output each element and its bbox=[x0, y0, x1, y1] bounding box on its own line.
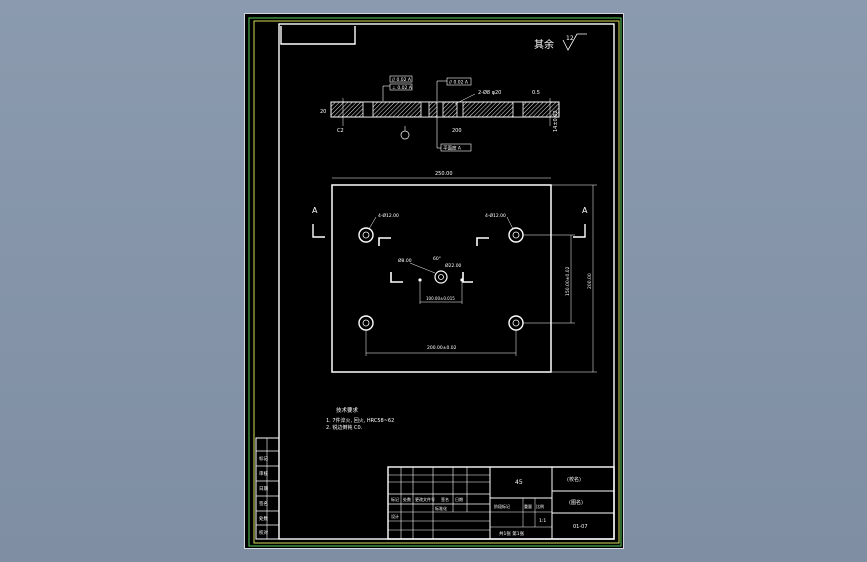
tb-designer: 设计 bbox=[391, 513, 399, 519]
small-span-dim: 100.00±0.015 bbox=[426, 296, 455, 301]
height-inner-dim: 150.00±0.02 bbox=[565, 266, 571, 296]
roughness-symbol bbox=[562, 33, 587, 51]
tol-frame-4 bbox=[440, 143, 472, 152]
roughness-value: 12 bbox=[566, 35, 574, 42]
width-dim: 250.00 bbox=[435, 171, 453, 177]
center-hole-label: Ø22.00 bbox=[445, 262, 462, 269]
length-dim: 200 bbox=[452, 128, 462, 134]
left-col-3: 签名 bbox=[259, 500, 268, 507]
tb-ratio: 比例 bbox=[536, 503, 544, 509]
tb-drawing-no: 01-07 bbox=[573, 524, 588, 530]
chamfer-left: C2 bbox=[337, 128, 344, 134]
tech-req-line2: 2. 锐边倒钝 C0. bbox=[326, 424, 363, 431]
depth-dim: 14±0.02 bbox=[553, 110, 559, 132]
left-col-2: 日期 bbox=[259, 486, 268, 492]
section-mark-right: A bbox=[582, 206, 588, 215]
inner-frame bbox=[253, 20, 620, 544]
tb-row-label-2: 更改文件号 bbox=[415, 496, 435, 502]
roughness-label: 其余 bbox=[534, 38, 554, 51]
height-outer-dim: 200.00 bbox=[587, 273, 593, 289]
tb-row-label-4: 日期 bbox=[455, 496, 463, 502]
hole-tr-label: 4-Ø12.00 bbox=[485, 212, 506, 219]
left-col-5: 校对 bbox=[259, 529, 268, 536]
tb-weight: 重量 bbox=[524, 503, 532, 509]
datum-circle bbox=[400, 130, 410, 140]
title-block: 标记 处数 更改文件号 签名 日期 设计 标准化 阶段标记 重量 比例 1:1 … bbox=[387, 466, 615, 540]
tb-material: 45 bbox=[515, 479, 523, 486]
cad-drawing: 其余 12 // 0.02 A ⊥ 0.02 A // 0.02 A 20 20… bbox=[248, 17, 622, 547]
bottom-span-dim: 200.00±0.02 bbox=[427, 345, 457, 351]
label-below: 平面度 A bbox=[443, 145, 462, 152]
left-col-0: 标记 bbox=[259, 455, 268, 462]
drawing-border bbox=[278, 23, 615, 540]
tol-3: // 0.02 A bbox=[449, 80, 469, 86]
section-plate bbox=[330, 101, 560, 118]
tb-scale: 1:1 bbox=[539, 518, 546, 524]
hole-top-right bbox=[508, 227, 524, 243]
tb-row-label-0: 标记 bbox=[391, 496, 399, 502]
tb-row-label-3: 签名 bbox=[441, 496, 449, 502]
tech-req-line1: 1. 7件淬火, 回火, HRC58~62 bbox=[326, 417, 394, 424]
section-mark-left: A bbox=[312, 206, 318, 215]
tb-row-label-1: 处数 bbox=[403, 496, 411, 502]
hole-top-left bbox=[358, 227, 374, 243]
hole-bottom-right bbox=[508, 315, 524, 331]
tech-req-title: 技术要求 bbox=[336, 406, 359, 414]
tol-frame-3 bbox=[446, 77, 472, 86]
tb-stage: 阶段标记 bbox=[494, 503, 510, 509]
section-arrow-right bbox=[573, 224, 586, 238]
chamfer-right: 0.5 bbox=[532, 90, 540, 96]
tb-standard: 标准化 bbox=[435, 505, 447, 511]
tb-sheet-info: 共1张 第1张 bbox=[499, 530, 525, 537]
center-chamfer-label: Ø8.00 bbox=[398, 257, 412, 264]
hole-callout: 2-Ø8 φ20 bbox=[478, 89, 501, 96]
tb-drawing-name: (图名) bbox=[569, 499, 583, 506]
left-col-1: 审核 bbox=[259, 470, 268, 477]
tol-frame-1 bbox=[389, 75, 413, 83]
thickness-dim: 20 bbox=[320, 109, 326, 115]
center-angle-label: 60° bbox=[433, 256, 441, 262]
hole-tl-label: 4-Ø12.00 bbox=[378, 212, 399, 219]
outer-frame bbox=[248, 17, 622, 547]
left-column: 标记 审核 日期 签名 处数 校对 bbox=[255, 437, 280, 540]
drawing-number-box bbox=[280, 26, 356, 45]
plan-view: 250.00 A A 4-Ø12.00 4-Ø12.00 bbox=[312, 171, 597, 373]
tol-1: // 0.02 A bbox=[392, 77, 412, 83]
tol-2: ⊥ 0.02 A bbox=[392, 85, 413, 91]
left-col-4: 处数 bbox=[259, 515, 268, 522]
section-view: // 0.02 A ⊥ 0.02 A // 0.02 A 20 200 2-Ø8… bbox=[320, 75, 560, 152]
plate-outline bbox=[331, 184, 552, 373]
section-arrow-left bbox=[312, 224, 325, 238]
hole-bottom-left bbox=[358, 315, 374, 331]
tol-frame-2 bbox=[389, 83, 413, 91]
drawing-sheet: 其余 12 // 0.02 A ⊥ 0.02 A // 0.02 A 20 20… bbox=[244, 13, 624, 549]
tb-school: (校名) bbox=[567, 476, 581, 483]
center-hole bbox=[418, 270, 464, 284]
